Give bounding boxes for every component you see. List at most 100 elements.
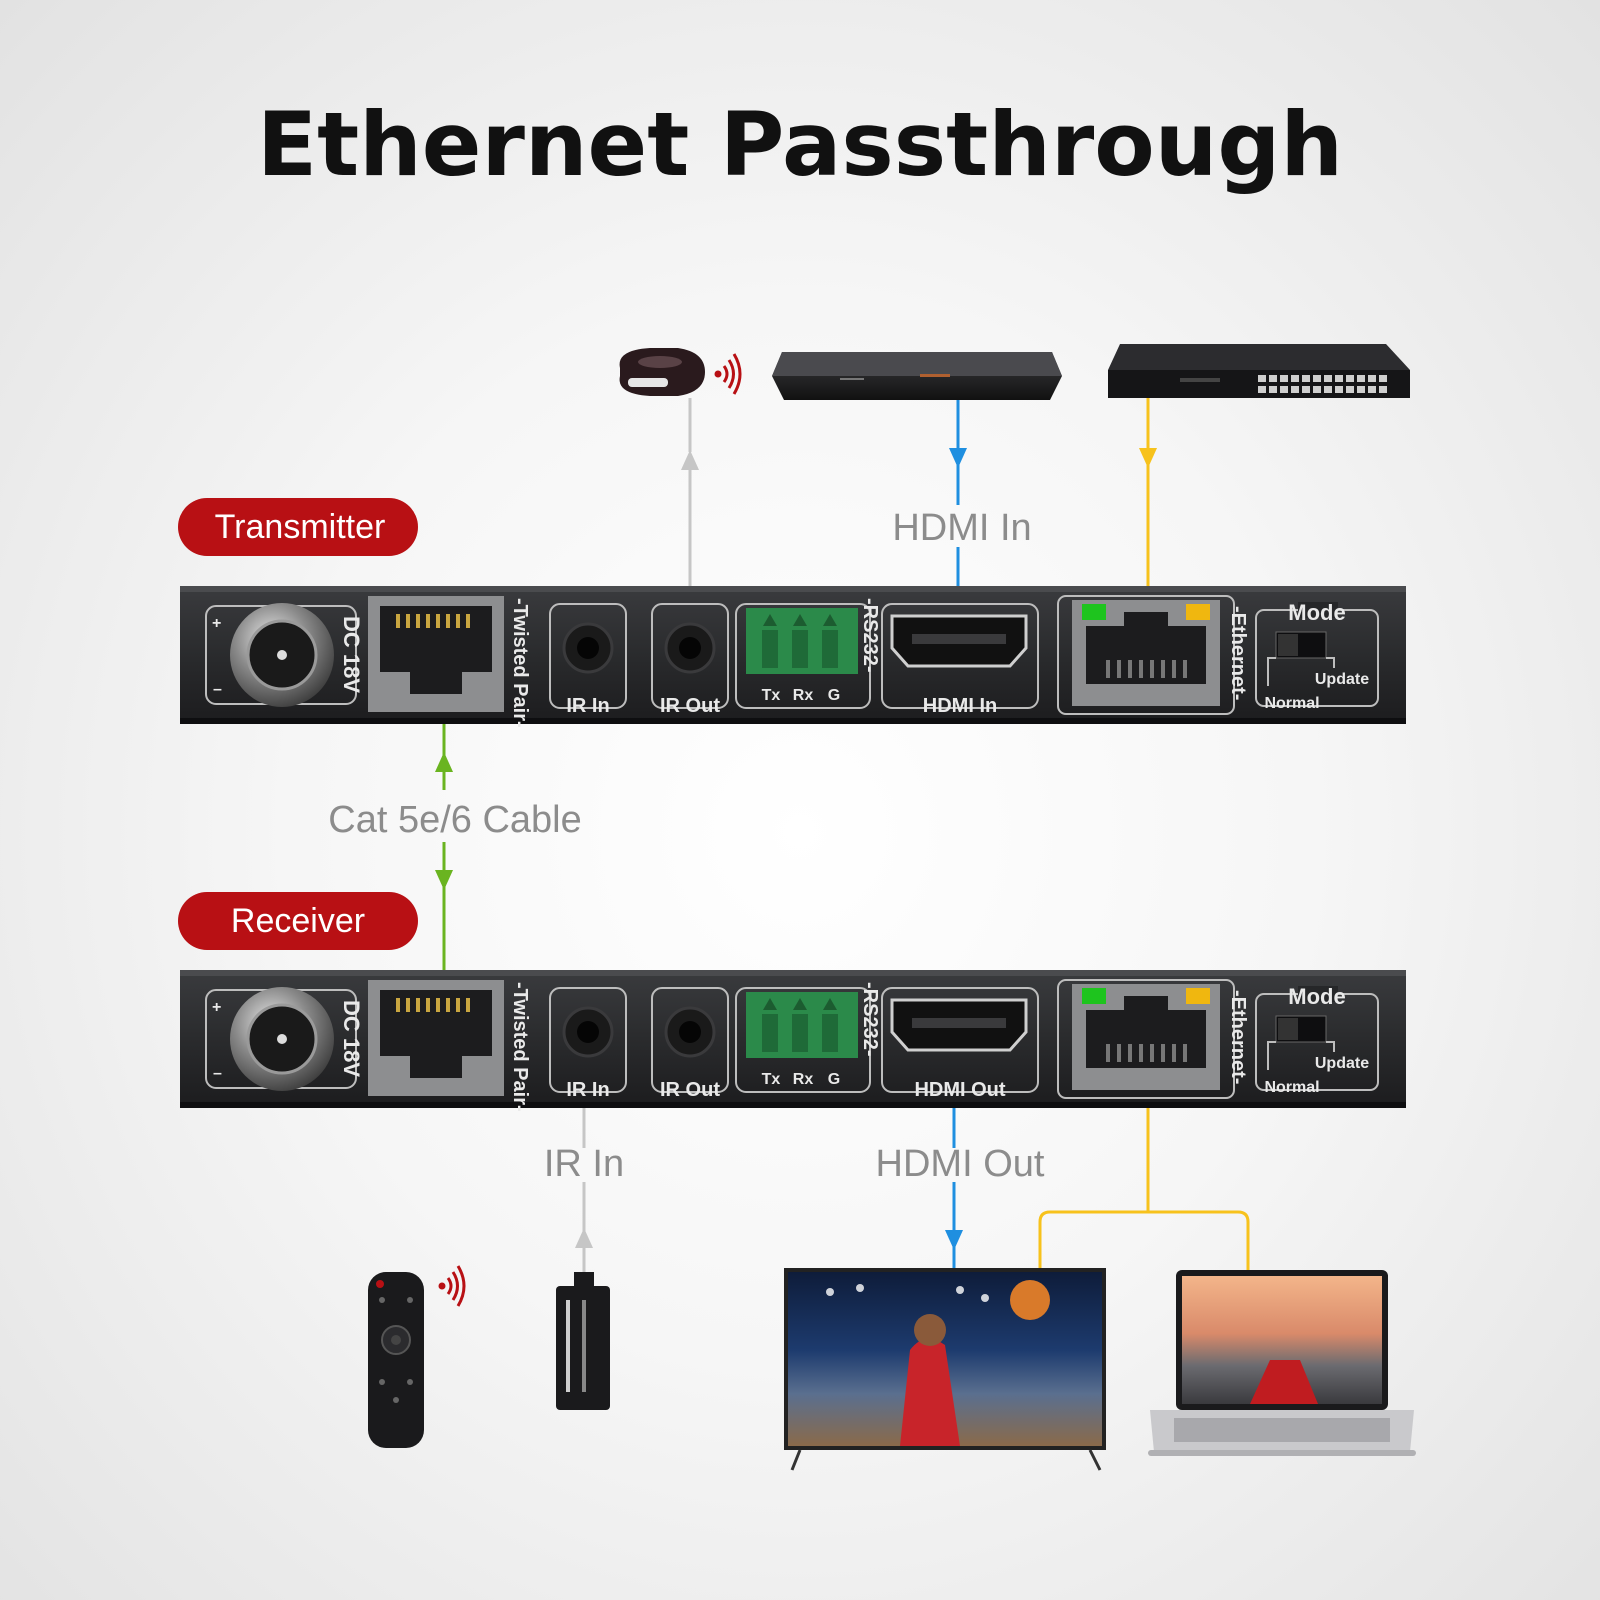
ir-out-label: IR Out [660,1079,720,1101]
ethernet-led-green [1082,604,1106,620]
hdmi-pins [912,634,1006,644]
transmitter-badge: Transmitter [178,498,418,556]
switch-port [1258,375,1266,382]
ethernet-label: -Ethernet- [1227,606,1249,700]
terminal-screw-slot [762,630,778,668]
ir-blaster-icon [619,348,705,396]
terminal-arrow [763,614,777,626]
rj45-pin [1161,660,1165,678]
mode-label: Mode [1288,600,1345,625]
rs232-frame [735,987,871,1093]
rj45-pin [1150,1044,1154,1062]
switch-port [1335,386,1343,393]
rj45-pin [1183,660,1187,678]
ethernet-label: -Ethernet- [1227,990,1249,1084]
mode-toggle-knob [1278,634,1298,656]
dc-minus-symbol: – [213,681,222,698]
panel-top-edge [180,586,1406,592]
dc-minus-symbol: – [213,1065,222,1082]
ir-out-jack-hole [679,637,701,659]
rj45-pin [406,614,410,628]
dc-label: DC 18V [339,616,364,693]
dc-plus-symbol: + [212,999,221,1016]
label-hdmi-out: HDMI Out [876,1143,1045,1185]
rs232-label: -RS232- [859,598,881,672]
rj45-pin [426,998,430,1012]
rs232-rx-label: Rx [793,1071,814,1088]
twisted-pair-label: -Twisted Pair- [509,982,531,1112]
mode-normal-label: Normal [1264,695,1319,712]
switch-port [1258,386,1266,393]
rj45-pin [466,614,470,628]
switch-port [1346,375,1354,382]
switch-port [1269,386,1277,393]
hdmi-pins [912,1018,1006,1028]
hdmi-frame [881,987,1039,1093]
rs232-frame [735,603,871,709]
switch-port [1368,375,1376,382]
rs232-tx-label: Tx [762,1071,781,1088]
rs232-g-label: G [828,1071,840,1088]
ir-in-label: IR In [566,695,609,717]
ir-in-frame [549,987,627,1093]
mode-bracket [1267,657,1335,686]
rj45-pin [1172,660,1176,678]
mode-label: Mode [1288,984,1345,1009]
rj45-pin [396,998,400,1012]
rj45-pin [416,614,420,628]
rj45-pin [406,998,410,1012]
dc-jack-pin [277,650,287,660]
switch-port [1335,375,1343,382]
terminal-arrow [793,998,807,1010]
hdmi-frame [881,603,1039,709]
hdmi-label: HDMI In [923,695,997,717]
receiver-badge-label: Receiver [231,902,365,940]
ir-out-frame [651,603,729,709]
rj45-pin [1117,1044,1121,1062]
remote-control-icon [368,1272,424,1448]
rj45-pin [456,614,460,628]
switch-port [1313,375,1321,382]
terminal-screw-slot [822,1014,838,1052]
switch-port [1302,375,1310,382]
terminal-screw-slot [822,630,838,668]
wifi-signal-icon [438,1265,466,1307]
switch-port [1302,386,1310,393]
rj45-pin [466,998,470,1012]
dc-label: DC 18V [339,1000,364,1077]
panel-top-edge [180,970,1406,976]
label-cat-cable: Cat 5e/6 Cable [328,799,582,841]
mode-label-gap [1298,602,1338,618]
wifi-signal-icon [714,353,742,395]
rj45-pin [1106,1044,1110,1062]
ethernet-led-green [1082,988,1106,1004]
rs232-g-label: G [828,687,840,704]
rj45-pin [446,614,450,628]
switch-port [1269,375,1277,382]
mode-toggle-knob [1278,1018,1298,1040]
switch-port [1280,386,1288,393]
label-hdmi-in: HDMI In [892,507,1031,549]
hdmi-label: HDMI Out [914,1079,1005,1101]
laptop-icon [1148,1270,1416,1456]
rs232-rx-label: Rx [793,687,814,704]
ir-in-jack-hole [577,637,599,659]
mode-update-label: Update [1315,1055,1369,1072]
terminal-arrow [793,614,807,626]
ethernet-frame [1057,595,1235,715]
rj45-pin [456,998,460,1012]
tv-icon [784,1268,1106,1471]
rj45-pin [426,614,430,628]
rj45-pin [1150,660,1154,678]
ethernet-latch [1124,996,1168,1012]
ir-in-jack-hole [577,1021,599,1043]
rj45-pin [1139,1044,1143,1062]
ethernet-socket [1086,626,1206,684]
switch-port [1291,386,1299,393]
rj45-pin [446,998,450,1012]
panel-bottom-edge [180,1102,1406,1108]
